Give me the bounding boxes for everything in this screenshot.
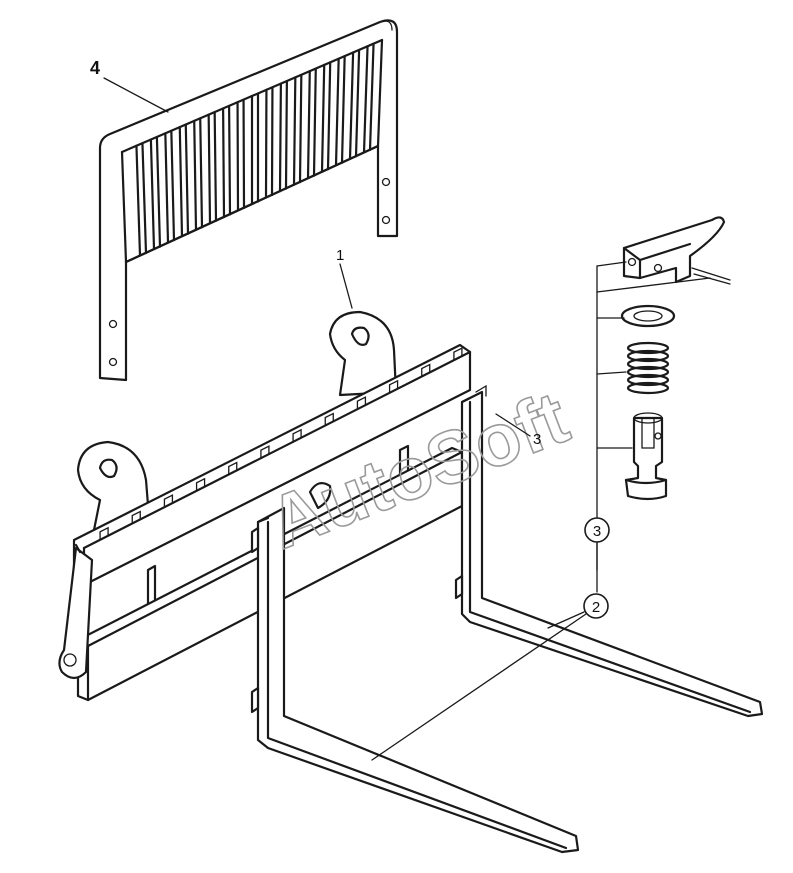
- notch: [99, 526, 109, 541]
- guard-bar: [236, 98, 246, 212]
- notch: [195, 477, 206, 492]
- fork-front: [250, 506, 580, 854]
- guard-bar: [278, 79, 288, 193]
- guard-bar: [250, 92, 260, 206]
- leader-2-rear: [547, 611, 585, 629]
- guard-bar: [178, 123, 190, 238]
- guard-bar: [348, 48, 361, 160]
- guard-bar: [292, 73, 303, 186]
- notch: [388, 379, 399, 394]
- spring-coil: [626, 357, 670, 371]
- notch: [324, 412, 334, 427]
- notch: [163, 494, 174, 508]
- guard-bar: [264, 86, 274, 199]
- guard-bar: [222, 104, 232, 218]
- fork-locating-notches: [99, 347, 463, 541]
- notch: [421, 363, 431, 378]
- callout-4: 4: [90, 58, 100, 78]
- guard-bars: [135, 42, 375, 257]
- callout-2-circled: 2: [583, 593, 609, 619]
- svg-text:2: 2: [592, 599, 600, 616]
- load-backrest-guard: [98, 19, 399, 382]
- spring-coil: [626, 373, 670, 387]
- svg-text:3: 3: [593, 523, 601, 540]
- callout-1: 1: [336, 247, 344, 264]
- notch: [356, 396, 367, 410]
- leader-4: [103, 77, 169, 113]
- carriage-hook-right: [328, 310, 398, 397]
- leader-3-fork: [495, 413, 531, 437]
- guard-bar: [207, 111, 218, 225]
- leader-2-front: [371, 613, 587, 761]
- notch: [131, 510, 141, 525]
- notch: [453, 347, 463, 361]
- notch: [260, 445, 270, 459]
- fork-lock-lever: [622, 216, 731, 285]
- guard-bar: [193, 117, 204, 231]
- notch: [228, 461, 238, 476]
- guard-bar: [334, 55, 346, 167]
- spring-coil: [626, 381, 670, 395]
- lock-washer: [620, 304, 676, 328]
- spring-coil: [626, 341, 670, 355]
- callout-3-circled: 3: [584, 517, 610, 543]
- guard-bar: [362, 42, 375, 154]
- lock-spring: [626, 341, 670, 395]
- guard-bar: [320, 61, 332, 173]
- callout-3-fork: 3: [533, 431, 541, 448]
- leader-1: [339, 263, 353, 309]
- guard-bar: [306, 67, 317, 180]
- notch: [292, 428, 302, 443]
- spring-coil: [626, 365, 670, 379]
- guard-bar: [164, 129, 176, 244]
- lock-pin: [624, 412, 668, 501]
- guard-bar: [149, 135, 162, 251]
- fork-rear: [460, 384, 764, 718]
- spring-coil: [626, 349, 670, 363]
- guard-bar: [135, 142, 148, 257]
